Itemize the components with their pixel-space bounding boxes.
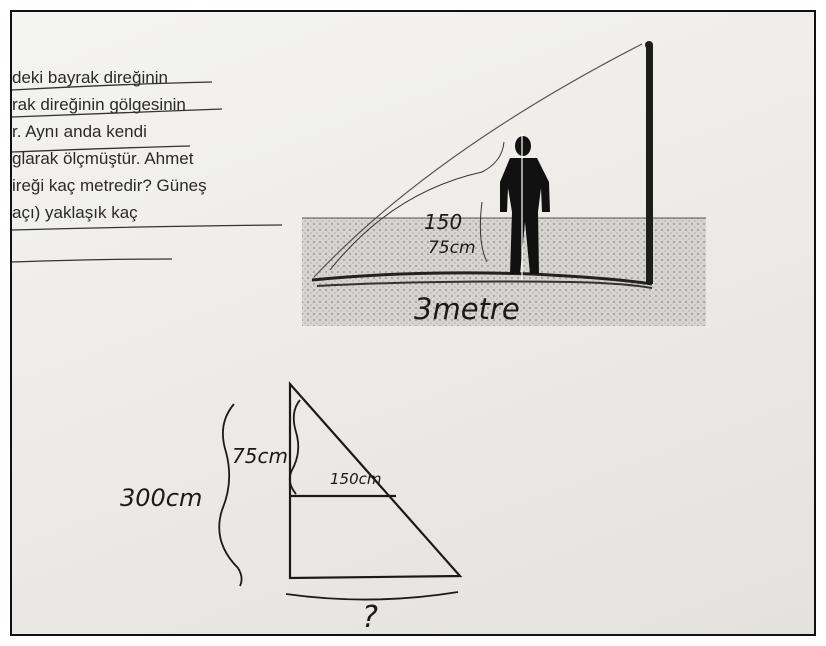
text-underlines	[12, 81, 283, 263]
flag-pole	[646, 44, 653, 284]
drawing-layer	[12, 41, 706, 601]
problem-line: rak direğinin gölgesinin	[12, 95, 186, 114]
brace-300cm	[218, 403, 243, 587]
height-300cm-label: 300cm	[120, 484, 203, 512]
base-brace	[285, 591, 459, 601]
brace-75cm	[288, 399, 301, 495]
problem-line: açı) yaklaşık kaç	[12, 203, 138, 222]
base-question-label: ?	[362, 600, 378, 635]
problem-line: ireği kaç metredir? Güneş	[12, 176, 207, 195]
person-silhouette	[500, 136, 550, 274]
problem-line: deki bayrak direğinin	[12, 68, 168, 87]
illustration	[302, 41, 706, 326]
problem-line: r. Aynı anda kendi	[12, 122, 147, 141]
triangle-diagram	[218, 381, 463, 601]
ground-label: 3metre	[414, 292, 520, 326]
worksheet-photo: deki bayrak direğinin rak direğinin gölg…	[10, 10, 816, 636]
height-75cm-label: 75cm	[232, 444, 288, 468]
width-150cm-label: 150cm	[330, 470, 382, 488]
problem-line: glarak ölçmüştür. Ahmet	[12, 149, 194, 168]
shadow-short-label: 75cm	[428, 238, 476, 258]
shadow-top-label: 150	[424, 210, 463, 234]
problem-text: deki bayrak direğinin rak direğinin gölg…	[12, 64, 207, 226]
